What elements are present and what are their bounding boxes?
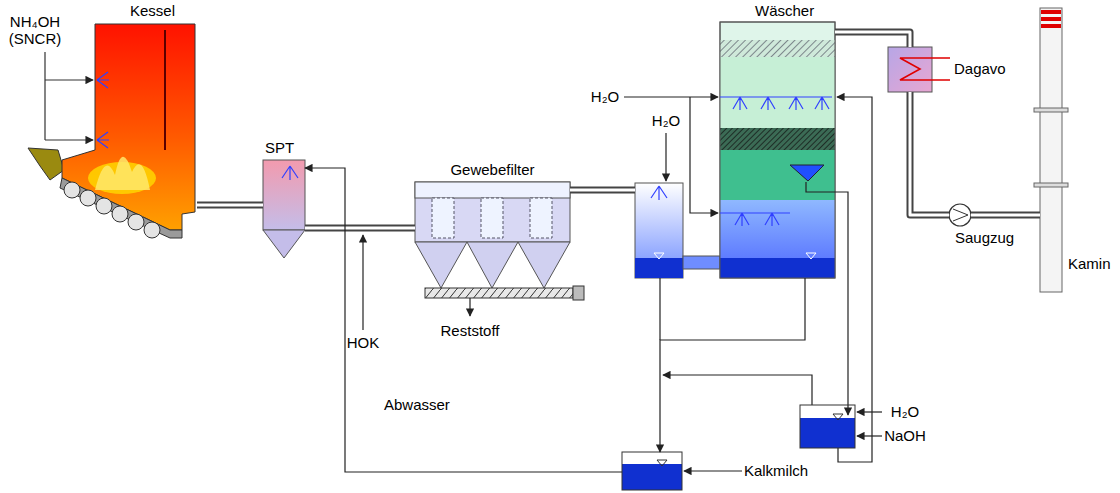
heat-exchanger-box: Dagavo xyxy=(888,47,932,92)
flue-gas-duct xyxy=(835,32,910,47)
node-heading: Abwasser xyxy=(384,396,450,413)
water-label: H₂O xyxy=(652,112,680,129)
node-heading: Kessel xyxy=(130,2,175,19)
spray-absorber-box: SPT xyxy=(263,160,305,258)
water-label: H₂O xyxy=(891,403,919,420)
residue-label: Reststoff xyxy=(441,322,500,339)
node-heading: Gewebefilter xyxy=(450,161,534,178)
sncr-injection xyxy=(45,52,109,148)
process-pipes xyxy=(624,97,882,471)
flue-gas-duct xyxy=(570,190,635,191)
fan-drawing xyxy=(949,204,971,226)
scrubber-box: Wäscher xyxy=(635,22,835,278)
water-label: H₂O xyxy=(591,88,619,105)
reagent-label: Kalkmilch xyxy=(744,462,808,479)
boiler-box: Kessel xyxy=(62,24,197,230)
heat-exchanger-drawing xyxy=(888,47,950,92)
boiler-drawing xyxy=(28,24,195,238)
wastewater-tank-box: Abwasser xyxy=(622,452,682,490)
reagent-label: NaOH xyxy=(884,427,926,444)
flue-gas-duct xyxy=(305,228,415,229)
wastewater-tank xyxy=(622,452,682,490)
fabric-filter-box: Gewebefilter xyxy=(415,182,570,298)
fan-box: Saugzug xyxy=(949,204,971,226)
spray-absorber-drawing xyxy=(263,160,305,258)
additive-label: HOK xyxy=(347,334,380,351)
flue-gas-duct xyxy=(197,205,263,206)
stack-drawing xyxy=(1034,8,1068,292)
node-heading: Saugzug xyxy=(955,229,1014,246)
water-pipe xyxy=(305,168,622,472)
scrubber-drawing xyxy=(635,22,835,278)
flue-gas-duct xyxy=(910,92,949,215)
naoh-tank xyxy=(800,405,855,448)
fabric-filter-drawing xyxy=(415,182,584,316)
reagent-label: NH₄OH (SNCR) xyxy=(3,13,67,48)
water-pipe xyxy=(660,278,805,452)
node-heading: SPT xyxy=(265,139,294,156)
flue-gas-duct xyxy=(971,215,1040,216)
stack-box: Kamin xyxy=(1040,8,1062,292)
node-heading: Dagavo xyxy=(954,60,1006,77)
hok-feed-line xyxy=(362,235,363,330)
node-heading: Kamin xyxy=(1068,255,1111,272)
node-heading: Wäscher xyxy=(755,2,814,19)
